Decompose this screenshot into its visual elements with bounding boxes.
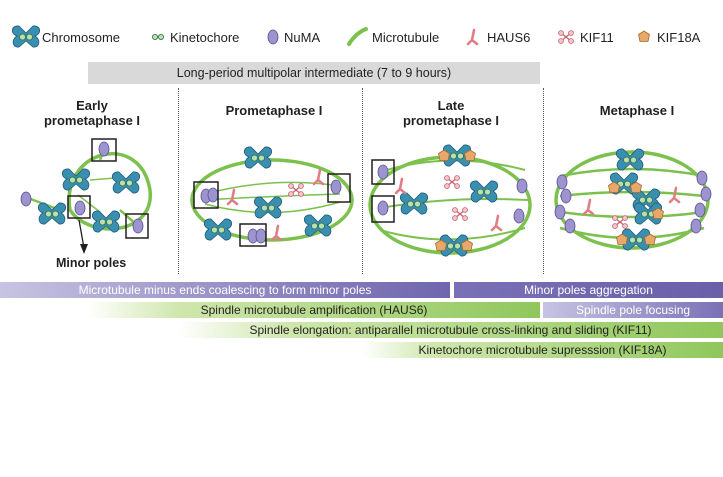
stage-title-early: Early prometaphase I xyxy=(34,98,150,128)
stage-title-line: Early xyxy=(76,98,108,113)
bar-spindle-elongation: Spindle elongation: antiparallel microtu… xyxy=(178,322,723,338)
legend-label: KIF18A xyxy=(657,29,701,45)
legend-microtubule: Microtubule xyxy=(372,24,439,50)
legend: Chromosome Kinetochore NuMA Microtubule … xyxy=(0,24,723,50)
legend-haus6: HAUS6 xyxy=(487,24,530,50)
legend-label: HAUS6 xyxy=(487,29,531,45)
legend-kinetochore: Kinetochore xyxy=(170,24,239,50)
legend-label: Microtubule xyxy=(372,29,440,45)
stage-title-line: prometaphase I xyxy=(402,113,500,128)
stage-divider xyxy=(543,88,544,274)
bar-minus-ends-coalescing: Microtubule minus ends coalescing to for… xyxy=(0,282,450,298)
bar-kinetochore-suppression: Kinetochore microtubule supresssion (KIF… xyxy=(362,342,723,358)
minor-poles-label: Minor poles xyxy=(56,256,127,270)
microtubule-icon xyxy=(347,27,368,46)
bar-spindle-pole-focusing: Spindle pole focusing xyxy=(543,302,723,318)
bar-minor-poles-aggregation: Minor poles aggregation xyxy=(454,282,723,298)
duration-banner: Long-period multipolar intermediate (7 t… xyxy=(88,62,540,84)
panel-late-prometaphase xyxy=(368,144,532,257)
legend-label: KIF11 xyxy=(580,29,614,45)
legend-numa: NuMA xyxy=(284,24,320,50)
stage-divider xyxy=(178,88,179,274)
legend-kif18a: KIF18A xyxy=(657,24,700,50)
stage-title-prometaphase: Prometaphase I xyxy=(225,103,323,118)
stage-title-line: Late xyxy=(437,98,465,113)
stage-title-line: prometaphase I xyxy=(43,113,141,128)
panel-prometaphase xyxy=(190,146,354,247)
legend-label: Chromosome xyxy=(42,29,121,45)
panel-metaphase xyxy=(554,148,712,251)
panel-early-prometaphase xyxy=(20,138,152,254)
legend-chromosome: Chromosome xyxy=(42,24,120,50)
legend-kif11: KIF11 xyxy=(580,24,614,50)
stage-title-metaphase: Metaphase I xyxy=(599,103,675,118)
legend-label: NuMA xyxy=(284,29,321,45)
stage-divider xyxy=(362,88,363,274)
stage-title-late: Late prometaphase I xyxy=(392,98,510,128)
legend-label: Kinetochore xyxy=(170,29,240,45)
bar-spindle-amplification: Spindle microtubule amplification (HAUS6… xyxy=(88,302,540,318)
